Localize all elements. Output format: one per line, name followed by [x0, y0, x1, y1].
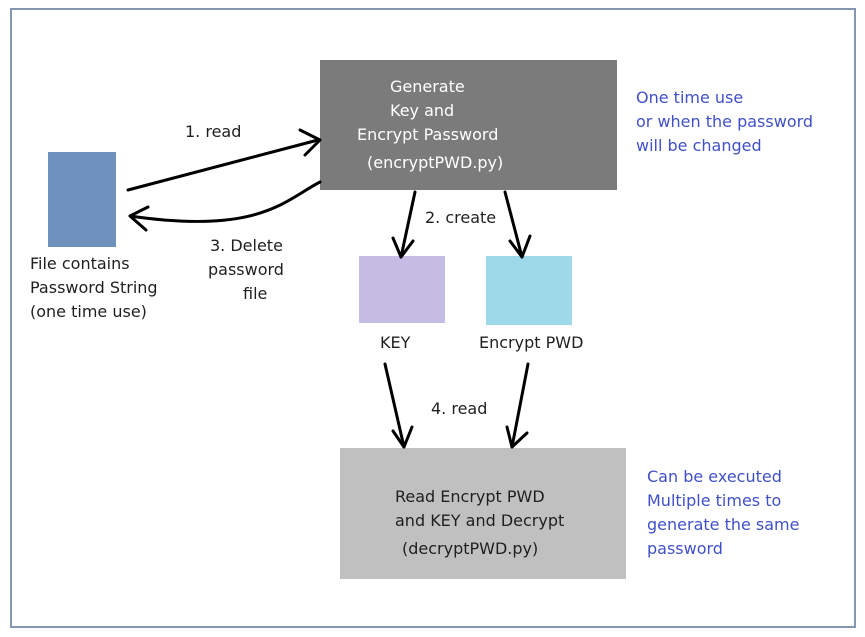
key-box [359, 256, 445, 323]
arrow-create-key-head [391, 236, 415, 259]
decrypt-box-script-name: (decryptPWD.py) [402, 539, 539, 558]
encrypt-note-line1: One time use [636, 88, 744, 107]
decrypt-box-line1: Read Encrypt PWD [395, 487, 545, 506]
encrypt-box-line3: Encrypt Password [357, 125, 499, 144]
arrow-create-encrypted-password-head [508, 234, 532, 259]
decrypt-note-line3: generate the same [647, 515, 800, 534]
arrow-read-encrypted-password-head [505, 425, 529, 449]
encrypt-box-line1: Generate [390, 77, 465, 96]
step-3-delete-line1: 3. Delete [210, 236, 283, 255]
encrypt-note-line3: will be changed [636, 136, 762, 155]
encrypt-process-box [320, 60, 617, 190]
encrypt-box-script-name: (encryptPWD.py) [367, 153, 504, 172]
arrow-create-encrypted-password [503, 190, 524, 259]
step-4-read-label: 4. read [431, 399, 488, 418]
arrow-delete-password-file [128, 180, 322, 223]
password-file-line1: File contains [30, 254, 130, 273]
encrypted-password-box [486, 256, 572, 325]
arrow-read-password-file-head [298, 128, 322, 157]
encrypt-box-line2: Key and [390, 101, 455, 120]
arrow-read-password-file [126, 138, 320, 192]
decrypt-note-line4: password [647, 539, 723, 558]
password-file-line3: (one time use) [30, 302, 147, 321]
diagram-frame [10, 8, 856, 628]
arrow-delete-password-file-head [128, 205, 150, 232]
encrypt-note-line2: or when the password [636, 112, 814, 131]
decrypt-process-box [340, 448, 626, 579]
encrypt-pwd-label: Encrypt PWD [479, 333, 584, 352]
decrypt-note-line1: Can be executed [647, 467, 782, 486]
arrow-read-encrypted-password [510, 362, 530, 449]
step-3-delete-line2: password [208, 260, 284, 279]
password-file-box [48, 152, 116, 247]
decrypt-note-line2: Multiple times to [647, 491, 782, 510]
arrow-create-key [399, 190, 417, 259]
step-1-read-label: 1. read [185, 122, 242, 141]
step-2-create-label: 2. create [425, 208, 497, 227]
key-label: KEY [380, 333, 411, 352]
arrow-read-key-head [391, 425, 414, 449]
decrypt-box-line2: and KEY and Decrypt [395, 511, 565, 530]
arrow-read-key [383, 362, 406, 449]
step-3-delete-line3: file [243, 284, 268, 303]
password-file-line2: Password String [30, 278, 158, 297]
